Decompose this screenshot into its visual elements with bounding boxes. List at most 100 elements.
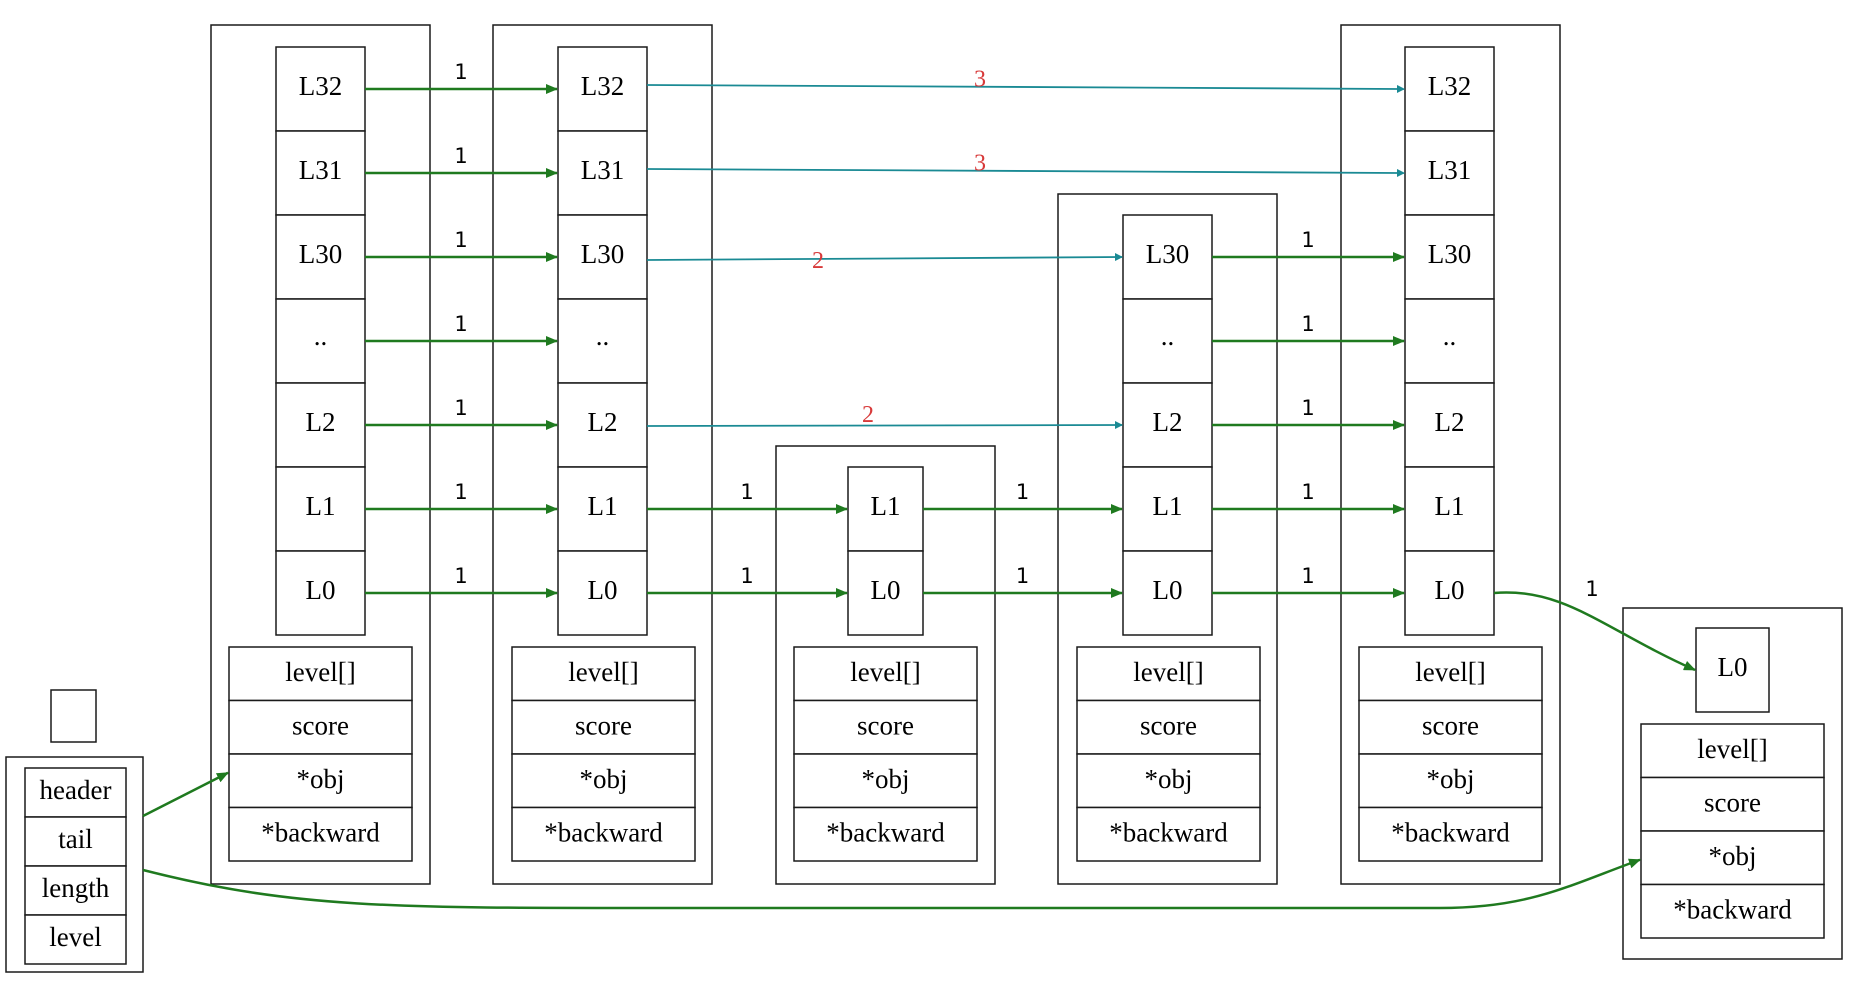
edge-span-label: 1 [1301,564,1314,588]
level-cell [1404,298,1495,384]
level-cell-label: .. [1443,321,1457,351]
node-field-label: score [1704,787,1761,817]
node-field [1358,806,1543,862]
level-cell-label: L32 [1428,71,1472,101]
edge-span-label: 1 [454,144,467,168]
node-field-label: *obj [1708,841,1756,871]
level-cell-label: L31 [299,155,343,185]
level-cell-label: .. [596,321,610,351]
node-field-label: *obj [1426,764,1474,794]
zskiplist-field-label: level [49,922,101,952]
forward-pointer: 1 [923,480,1123,514]
node-field-label: level[] [850,657,920,687]
level-cell-label: L0 [1718,652,1748,682]
forward-pointer: 1 [365,144,558,178]
level-cell-label: L2 [588,407,618,437]
level-cell-label: L32 [299,71,343,101]
forward-pointer: 1 [365,60,558,94]
node-field [511,806,696,862]
level-cell [1122,550,1213,636]
node-frame [1057,193,1278,885]
forward-pointer: 1 [1212,312,1405,346]
level-cell [1122,466,1213,552]
node-frame [1622,607,1843,960]
node-field [793,806,978,862]
level-cell [557,298,648,384]
level-cell [557,214,648,300]
level-cell [847,550,924,636]
zskiplist-field-length [24,865,127,916]
node-field-label: *obj [296,764,344,794]
edge-span-label: 1 [1301,228,1314,252]
edge-line [1493,591,1696,672]
node-field-label: *backward [544,817,663,847]
edge-span-label: 1 [1016,564,1029,588]
node-field-label: level[] [568,657,638,687]
node-field [1640,776,1825,832]
node-field [511,699,696,755]
level-cell-label: L0 [306,575,336,605]
zskiplist-field-level [24,914,127,965]
node-field [793,753,978,809]
node-field-label: *backward [1109,817,1228,847]
node-field [1358,646,1543,702]
edge-span-label: 1 [454,228,467,252]
edge-span-label: 2 [812,248,824,274]
pointer-line [142,771,229,818]
level-cell [1122,214,1213,300]
level-cell-label: L2 [1435,407,1465,437]
level-cell-label: L30 [1146,239,1190,269]
edge-span-label: 1 [454,312,467,336]
node-field-label: *backward [261,817,380,847]
node-field [1640,830,1825,886]
edge-span-label: 2 [862,402,874,428]
node-frame [210,24,431,885]
node-frame [775,445,996,885]
node-field [228,646,413,702]
node-field-label: score [1140,710,1197,740]
node-field-label: *backward [1673,894,1792,924]
forward-pointer: 3 [646,151,1405,177]
level-cell-label: L30 [581,239,625,269]
level-cell-label: L1 [1153,491,1183,521]
edge-line [646,84,1405,93]
node-frame [492,24,713,885]
level-cell [275,130,366,216]
skiplist-node-4: L32L31L30..L2L1L0level[]score*obj*backwa… [1340,24,1561,885]
edge-span-label: 3 [974,151,986,177]
node-field [1076,646,1261,702]
edge-span-label: 3 [974,67,986,93]
node-field-label: *obj [579,764,627,794]
node-field-label: score [1422,710,1479,740]
zskiplist-field-label: tail [58,824,93,854]
node-field [1640,723,1825,779]
level-cell [1404,214,1495,300]
level-cell [1404,130,1495,216]
level-cell [1695,627,1770,713]
level-cell [275,214,366,300]
level-cell-label: L0 [1435,575,1465,605]
edge-span-label: 1 [740,564,753,588]
level-cell-label: L30 [1428,239,1472,269]
level-cell [557,130,648,216]
node-field [1640,883,1825,939]
node-field-label: level[] [1415,657,1485,687]
level-cell-label: L1 [1435,491,1465,521]
node-field [793,646,978,702]
forward-pointer: 1 [1212,480,1405,514]
node-field [1076,753,1261,809]
level-cell [557,550,648,636]
level-cell [1404,466,1495,552]
edge-span-label: 1 [454,564,467,588]
level-cell [1122,298,1213,384]
forward-pointer: 1 [365,480,558,514]
level-cell [275,46,366,132]
edge-span-label: 1 [1301,396,1314,420]
node-field [1076,806,1261,862]
level-cell-label: L0 [871,575,901,605]
edge-span-label: 1 [454,396,467,420]
forward-pointer: 2 [646,402,1123,430]
edge-span-label: 1 [1016,480,1029,504]
